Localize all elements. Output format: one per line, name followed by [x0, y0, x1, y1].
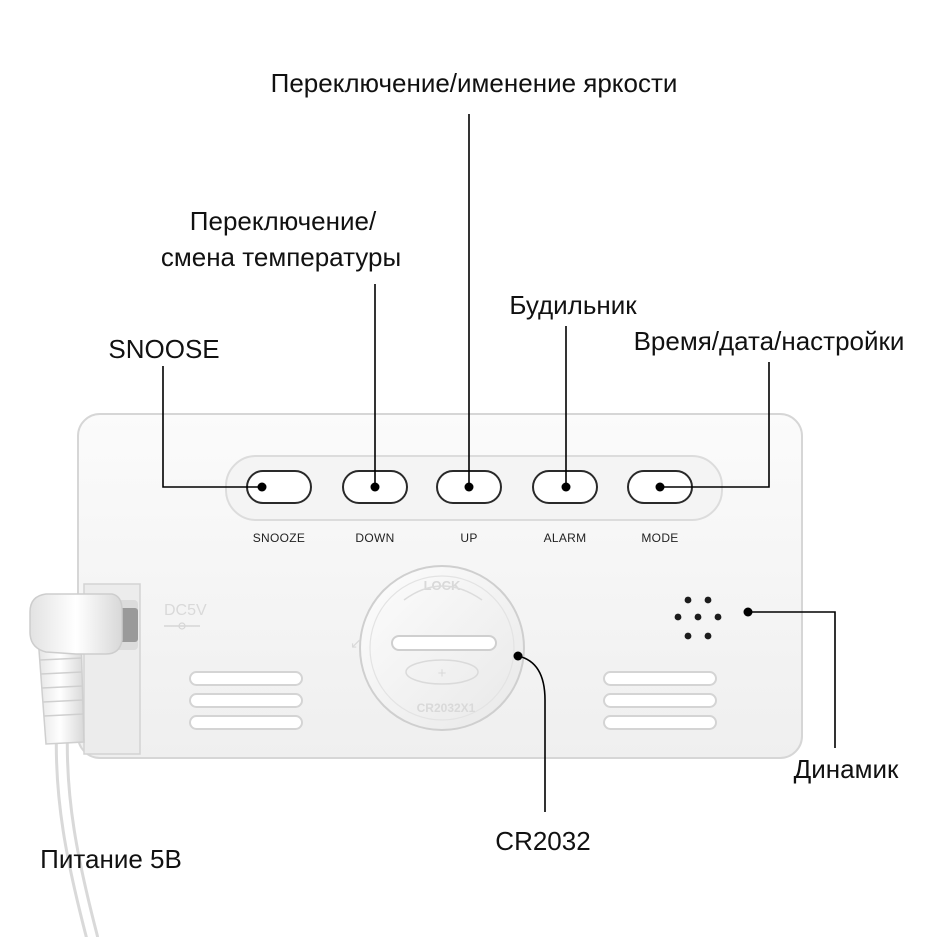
battery-plus-sign: + [438, 665, 447, 682]
callout-brightness: Переключение/именение яркости [271, 68, 678, 98]
callout-mode: Время/дата/настройки [634, 326, 905, 356]
callout-speaker: Динамик [794, 754, 899, 784]
leader-dots [257, 482, 753, 661]
snooze-button-label: SNOOZE [253, 531, 305, 545]
battery-cover[interactable]: LOCK + CR2032X1 ↙ [350, 565, 525, 731]
callout-temperature-line1: Переключение/ [190, 206, 377, 236]
speaker-grille [674, 596, 722, 640]
callout-battery: CR2032 [495, 826, 590, 856]
dc5v-marking: DC5V [164, 602, 207, 630]
down-button-label: DOWN [355, 531, 394, 545]
callout-alarm: Будильник [509, 290, 637, 320]
up-button-label: UP [460, 531, 477, 545]
leader-lines [162, 114, 836, 812]
mode-button-label: MODE [641, 531, 678, 545]
leader-snooze [162, 366, 262, 488]
leader-mode [660, 362, 770, 488]
callout-power: Питание 5В [40, 844, 182, 874]
leader-speaker [748, 611, 836, 748]
dc5v-text: DC5V [164, 602, 207, 619]
vent-slots-left [189, 671, 303, 730]
callout-snooze: SNOOSE [108, 334, 219, 364]
alarm-button-label: ALARM [544, 531, 587, 545]
callouts: Переключение/именение яркости Переключен… [40, 68, 904, 874]
battery-open-arrow-icon: ↙ [350, 635, 362, 651]
callout-temperature-line2: смена температуры [161, 242, 401, 272]
vent-slots-right [603, 671, 717, 730]
battery-cr2032-text: CR2032X1 [417, 701, 476, 715]
power-cable [29, 593, 123, 937]
leader-battery [517, 655, 546, 812]
battery-cover-slot[interactable] [391, 635, 497, 651]
alarm-button[interactable]: ALARM [532, 470, 598, 545]
snooze-button[interactable]: SNOOZE [246, 470, 312, 545]
